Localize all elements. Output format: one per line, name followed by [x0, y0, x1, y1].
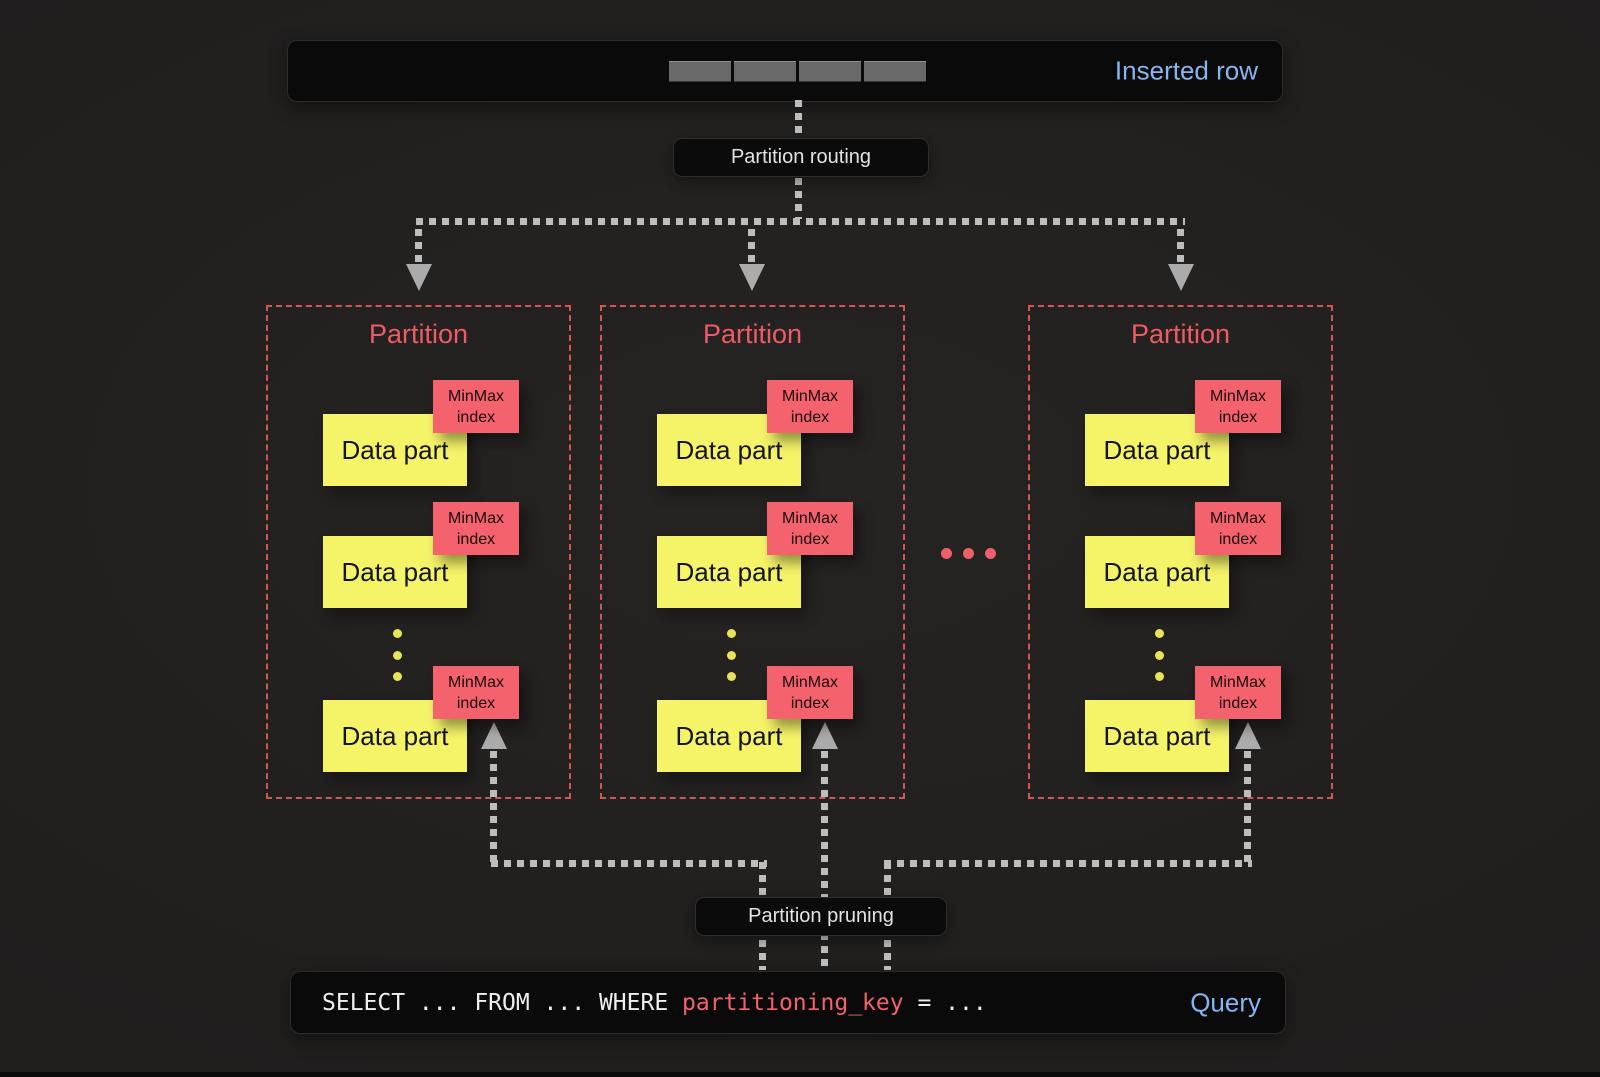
data-part-group: MinMax index Data part — [1085, 502, 1285, 608]
routing-branch-line — [416, 218, 1185, 225]
partition-routing-label: Partition routing — [673, 138, 929, 177]
more-parts-dot — [727, 629, 736, 638]
sql-query-text: SELECT ... FROM ... WHERE partitioning_k… — [322, 990, 987, 1016]
more-parts-dot — [727, 651, 736, 660]
arrow-up-icon — [812, 722, 838, 749]
routing-drop-line-2 — [748, 229, 755, 263]
more-parts-dot — [1155, 629, 1164, 638]
routing-drop-line-3 — [1177, 229, 1184, 263]
minmax-index-tag: MinMax index — [1195, 666, 1281, 719]
partition-box-2: Partition MinMax index Data part MinMax … — [600, 305, 905, 799]
minmax-index-tag: MinMax index — [1195, 380, 1281, 433]
routing-drop-line-1 — [415, 229, 422, 263]
data-part-group: MinMax index Data part — [657, 666, 857, 772]
inserted-row-bar: Inserted row — [287, 40, 1283, 102]
more-partitions-dot — [985, 548, 996, 559]
bottom-edge-strip — [0, 1072, 1600, 1077]
row-cell — [799, 61, 861, 82]
partition-box-3: Partition MinMax index Data part MinMax … — [1028, 305, 1333, 799]
partition-pruning-label: Partition pruning — [695, 897, 947, 936]
more-parts-dot — [1155, 672, 1164, 681]
minmax-index-tag: MinMax index — [767, 666, 853, 719]
pruning-rise-line-2 — [821, 751, 828, 970]
arrow-up-icon — [1235, 722, 1261, 749]
pruning-bus-line-left — [491, 860, 767, 867]
data-part-box: Data part — [1085, 536, 1229, 608]
more-parts-dot — [393, 629, 402, 638]
partition-box-1: Partition MinMax index Data part MinMax … — [266, 305, 571, 799]
partition-routing-text: Partition routing — [730, 146, 872, 168]
more-parts-dot — [727, 672, 736, 681]
row-cell — [669, 61, 731, 82]
more-parts-dot — [1155, 651, 1164, 660]
pruning-rise-line-1 — [490, 751, 497, 867]
partition-pruning-text: Partition pruning — [748, 905, 894, 927]
minmax-index-tag: MinMax index — [767, 502, 853, 555]
sql-partitioning-key: partitioning_key — [682, 989, 904, 1016]
data-part-group: MinMax index Data part — [1085, 666, 1285, 772]
data-part-group: MinMax index Data part — [323, 380, 523, 486]
sql-after: = ... — [903, 989, 987, 1016]
minmax-index-tag: MinMax index — [433, 502, 519, 555]
partition-title: Partition — [1130, 319, 1231, 349]
minmax-index-tag: MinMax index — [767, 380, 853, 433]
query-bar: SELECT ... FROM ... WHERE partitioning_k… — [290, 971, 1286, 1034]
row-cells-icon — [669, 61, 926, 82]
row-cell — [864, 61, 926, 82]
more-parts-dot — [393, 651, 402, 660]
sql-before: SELECT ... FROM ... WHERE — [322, 989, 683, 1016]
data-part-group: MinMax index Data part — [1085, 380, 1285, 486]
row-cell — [734, 61, 796, 82]
minmax-index-tag: MinMax index — [1195, 502, 1281, 555]
minmax-index-tag: MinMax index — [433, 380, 519, 433]
partition-title: Partition — [368, 319, 469, 349]
pruning-rise-line-3 — [1244, 751, 1251, 867]
pruning-bus-line-right — [884, 860, 1252, 867]
arrow-up-icon — [481, 722, 507, 749]
minmax-index-tag: MinMax index — [433, 666, 519, 719]
query-label: Query — [1190, 987, 1261, 1017]
more-parts-dot — [393, 672, 402, 681]
arrow-down-icon — [1168, 264, 1194, 291]
data-part-group: MinMax index Data part — [657, 380, 857, 486]
data-part-group: MinMax index Data part — [323, 666, 523, 772]
more-partitions-dot — [941, 548, 952, 559]
partition-title: Partition — [702, 319, 803, 349]
arrow-down-icon — [739, 264, 765, 291]
arrow-down-icon — [406, 264, 432, 291]
more-partitions-dot — [963, 548, 974, 559]
inserted-row-label: Inserted row — [1114, 55, 1258, 86]
data-part-group: MinMax index Data part — [657, 502, 857, 608]
data-part-group: MinMax index Data part — [323, 502, 523, 608]
